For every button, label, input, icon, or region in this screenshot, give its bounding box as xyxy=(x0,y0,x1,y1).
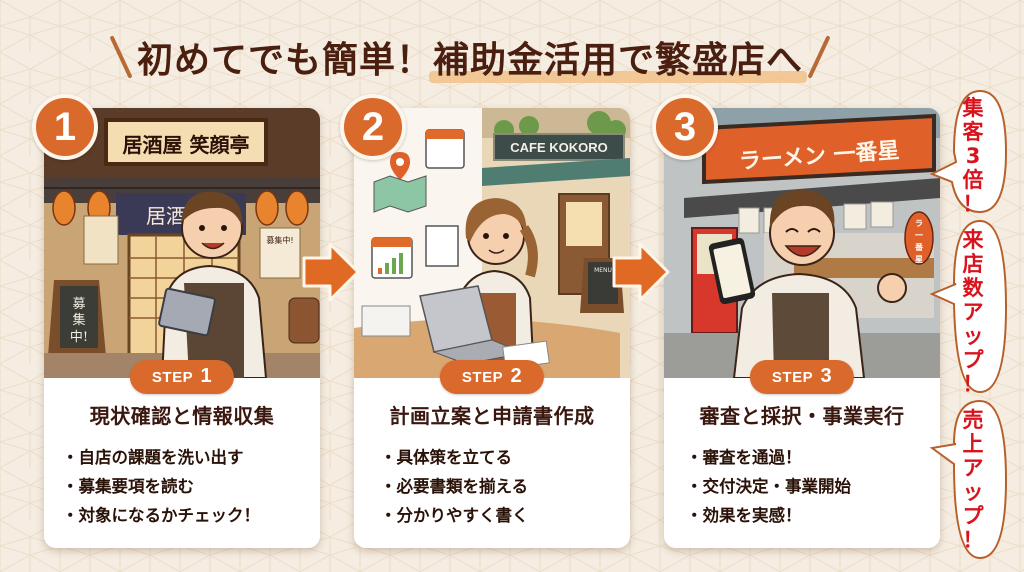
title-slash-right xyxy=(807,35,831,79)
title-part1: 初めてでも簡単！ xyxy=(136,40,433,81)
bullet-item: 対象になるかチェック！ xyxy=(62,501,320,530)
step-label: STEP xyxy=(771,369,813,386)
izakaya-illustration: 居酒屋 笑顔亭 居酒屋 募集中! 募 集 中! xyxy=(44,108,320,378)
title-highlight: 補助金活用で繁盛店へ xyxy=(428,31,808,83)
page-title: 初めてでも簡単！補助金活用で繁盛店へ xyxy=(0,22,940,92)
speech-bubble-visitors-up: 来 店 数 ア ッ プ ！ xyxy=(930,218,1010,396)
step-card-3: ラーメン 一番星 ラ 一 番 星 STEP 3 審査と採択・事業実行 xyxy=(664,108,940,548)
step-label: STEP xyxy=(151,369,193,386)
poster-text: 募集中! xyxy=(266,235,293,245)
step-card-1: 居酒屋 笑顔亭 居酒屋 募集中! 募 集 中! xyxy=(44,108,320,548)
step-number-badge-2: 2 xyxy=(340,94,406,160)
step-1-text-box: STEP 1 現状確認と情報収集 自店の課題を洗い出す 募集要項を読む 対象にな… xyxy=(44,360,320,548)
svg-text:一: 一 xyxy=(915,231,923,240)
step-2-heading: 計画立案と申請書作成 xyxy=(389,404,595,428)
step-1-heading: 現状確認と情報収集 xyxy=(89,404,275,428)
step-label: STEP xyxy=(461,369,503,386)
step-number-badge-1: 1 xyxy=(32,94,98,160)
step-1-bullets: 自店の課題を洗い出す 募集要項を読む 対象になるかチェック！ xyxy=(44,443,320,530)
bubble-text: 売 上 ア ッ プ ！ xyxy=(962,408,984,552)
svg-text:ラ: ラ xyxy=(915,219,923,228)
svg-text:星: 星 xyxy=(915,254,923,264)
arrow-right-icon xyxy=(612,242,670,302)
step-3-text-box: STEP 3 審査と採択・事業実行 審査を通過！ 交付決定・事業開始 効果を実感… xyxy=(664,360,940,548)
step-3-bullets: 審査を通過！ 交付決定・事業開始 効果を実感！ xyxy=(664,443,940,530)
speech-bubble-shape xyxy=(930,399,1008,560)
step-2-pill: STEP 2 xyxy=(439,360,545,394)
bullet-item: 審査を通過！ xyxy=(686,443,940,472)
bubble-text: 集 客 3 倍 ！ xyxy=(962,96,984,216)
step-3-heading: 審査と採択・事業実行 xyxy=(699,404,905,428)
step-2-bullets: 具体策を立てる 必要書類を揃える 分かりやすく書く xyxy=(354,443,630,530)
step-num: 2 xyxy=(510,365,523,387)
arrow-right-icon xyxy=(302,242,360,302)
title-text: 初めてでも簡単！補助金活用で繁盛店へ xyxy=(136,31,808,83)
bullet-item: 分かりやすく書く xyxy=(380,501,630,530)
menu-board-text: MENU xyxy=(594,267,612,274)
step-card-2: CAFE KOKORO MENU xyxy=(354,108,630,548)
title-slash-left xyxy=(109,35,133,79)
speech-bubble-sales-up: 売 上 ア ッ プ ！ xyxy=(930,398,1010,562)
title-part2: 補助金活用で繁盛店へ xyxy=(433,40,804,81)
svg-text:募: 募 xyxy=(72,297,85,312)
speech-bubble-shape xyxy=(930,89,1008,214)
step-num: 3 xyxy=(820,365,833,387)
step-2-text-box: STEP 2 計画立案と申請書作成 具体策を立てる 必要書類を揃える 分かりやす… xyxy=(354,360,630,548)
speech-bubble-customers-3x: 集 客 3 倍 ！ xyxy=(930,88,1010,216)
izakaya-sign-text: 居酒屋 笑顔亭 xyxy=(123,133,250,157)
bullet-item: 効果を実感！ xyxy=(686,501,940,530)
bubble-text: 来 店 数 ア ッ プ ！ xyxy=(962,228,984,396)
svg-text:番: 番 xyxy=(914,242,924,252)
step-number-badge-3: 3 xyxy=(652,94,718,160)
bullet-item: 募集要項を読む xyxy=(62,472,320,501)
bullet-item: 交付決定・事業開始 xyxy=(686,472,940,501)
step-3-pill: STEP 3 xyxy=(749,360,855,394)
ramen-shop-illustration: ラーメン 一番星 ラ 一 番 星 xyxy=(664,108,940,378)
speech-bubble-shape xyxy=(930,219,1008,394)
step-1-pill: STEP 1 xyxy=(129,360,235,394)
svg-text:中!: 中! xyxy=(70,330,88,345)
bullet-item: 具体策を立てる xyxy=(380,443,630,472)
cafe-sign-text: CAFE KOKORO xyxy=(510,140,608,155)
step-num: 1 xyxy=(200,365,213,387)
svg-text:集: 集 xyxy=(72,312,85,328)
bullet-item: 必要書類を揃える xyxy=(380,472,630,501)
bullet-item: 自店の課題を洗い出す xyxy=(62,443,320,472)
